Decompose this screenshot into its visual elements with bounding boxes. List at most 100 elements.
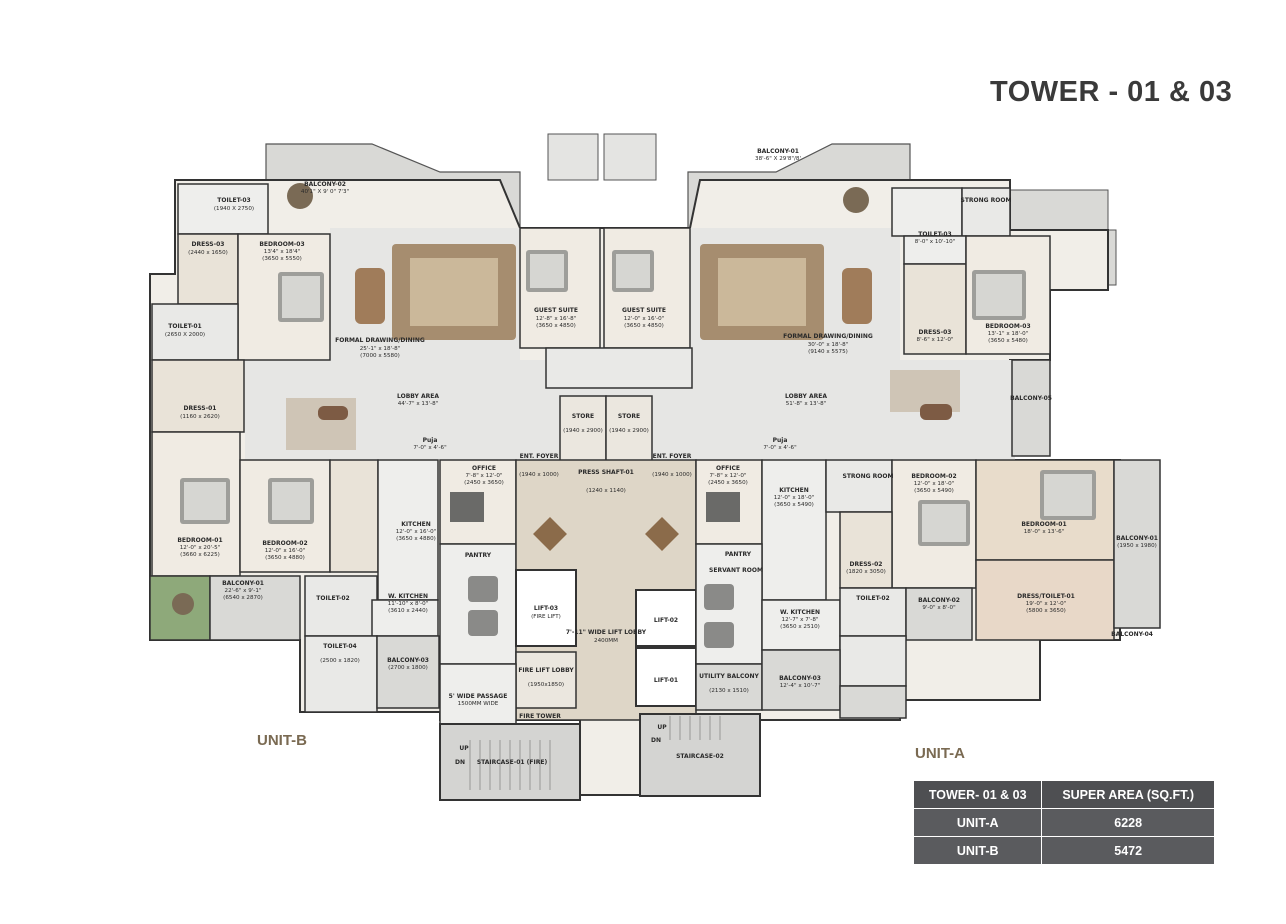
label-toilet-02-b: TOILET-02 xyxy=(316,595,349,602)
table-cell-unit: UNIT-B xyxy=(912,836,1043,865)
table-cell-unit: UNIT-A xyxy=(912,808,1043,837)
label-lift-01: LIFT-01 xyxy=(654,677,678,684)
label-fire-tower: FIRE TOWER xyxy=(519,713,561,720)
mm-bedroom-01-b: (3660 x 6225) xyxy=(180,552,220,558)
unit-b-label: UNIT-B xyxy=(257,732,307,749)
label-dn-1: DN xyxy=(455,759,465,766)
dim-toilet-04-b: (2500 x 1820) xyxy=(320,658,360,664)
label-balcony-05: BALCONY-05 xyxy=(1010,395,1052,402)
dim-w-kitchen-a: 12'-7" x 7'-8" xyxy=(782,617,819,623)
label-bed-01-a-right: BALCONY-01 xyxy=(1116,535,1158,542)
mm-office-a: (2450 x 3650) xyxy=(708,480,748,486)
dim-balcony-03-a: 12'-4" x 10'-7" xyxy=(780,683,821,689)
dim-office-b: 7'-8" x 12'-0" xyxy=(466,473,503,479)
label-ent-foyer-b: ENT. FOYER xyxy=(520,453,559,460)
table-header-tower: TOWER- 01 & 03 xyxy=(912,780,1043,809)
label-ent-foyer-a: ENT. FOYER xyxy=(653,453,692,460)
label-office-b: OFFICE xyxy=(472,465,496,472)
dim-toilet-03-b: (1940 X 2750) xyxy=(214,206,254,212)
label-balcony-01-top: BALCONY-01 xyxy=(757,148,799,155)
dim-office-a: 7'-8" x 12'-0" xyxy=(710,473,747,479)
dim-bedroom-03-b: 13'4" x 18'4" xyxy=(264,249,301,255)
dim-passage: 1500MM WIDE xyxy=(458,701,499,707)
label-bedroom-01-a: BEDROOM-01 xyxy=(1021,521,1066,528)
dim-store-2: (1940 x 2900) xyxy=(609,428,649,434)
mm-w-kitchen-a: (3650 x 2510) xyxy=(780,624,820,630)
label-toilet-01-b: TOILET-01 xyxy=(168,323,201,330)
dim-balcony-02: 40'1" X 9' 0" 7'3" xyxy=(301,189,350,195)
dim-ent-foyer-b: (1940 x 1000) xyxy=(519,472,559,478)
label-lift-02: LIFT-02 xyxy=(654,617,678,624)
label-w-kitchen-b: W. KITCHEN xyxy=(388,593,428,600)
dim-lobby-a: 51'-8" x 13'-8" xyxy=(786,401,827,407)
mm-w-kitchen-b: (3610 x 2440) xyxy=(388,608,428,614)
mm-kitchen-a: (3650 x 5490) xyxy=(774,502,814,508)
label-pantry-a: PANTRY xyxy=(725,551,752,558)
label-pantry-b: PANTRY xyxy=(465,552,492,559)
label-toilet-03-b: TOILET-03 xyxy=(217,197,250,204)
dim-formal-drawing-a: 30'-0" x 18'-8" xyxy=(808,342,849,348)
dim-toilet-01-b: (2650 X 2000) xyxy=(165,332,205,338)
dim-bedroom-03-a: 13'-1" x 18'-0" xyxy=(988,331,1029,337)
label-passage: 5' WIDE PASSAGE xyxy=(449,693,508,700)
label-strong-room-a: STRONG ROOM xyxy=(843,473,894,480)
table-cell-area: 5472 xyxy=(1041,836,1215,865)
dim-dress-02-a: (1820 x 3050) xyxy=(846,569,886,575)
dim-guest-suite-a: 12'-0" x 16'-0" xyxy=(624,316,665,322)
label-fire-lift-lobby: FIRE LIFT LOBBY xyxy=(518,667,574,674)
mm-bedroom-02-a: (3650 x 5490) xyxy=(914,488,954,494)
label-balcony-02-a: BALCONY-02 xyxy=(918,597,960,604)
mm-bedroom-03-b: (3650 x 5550) xyxy=(262,256,302,262)
dim-fire-lift-lobby: (1950x1850) xyxy=(528,682,564,688)
label-formal-drawing-b: FORMAL DRAWING/DINING xyxy=(335,337,425,344)
super-area-table: TOWER- 01 & 03 SUPER AREA (SQ.FT.) UNIT-… xyxy=(912,780,1215,865)
label-w-kitchen-a: W. KITCHEN xyxy=(780,609,820,616)
label-office-a: OFFICE xyxy=(716,465,740,472)
page-title: TOWER - 01 & 03 xyxy=(990,76,1233,108)
mm-bedroom-03-a: (3650 x 5480) xyxy=(988,338,1028,344)
label-kitchen-b: KITCHEN xyxy=(401,521,431,528)
dim-balcony-01-b: 22'-6" x 9'-1" xyxy=(225,588,262,594)
label-balcony-02: BALCONY-02 xyxy=(304,181,346,188)
stair-treads xyxy=(469,716,721,790)
dim-bedroom-01-a: 18'-0" x 13'-6" xyxy=(1024,529,1065,535)
label-dress-01-b: DRESS-01 xyxy=(184,405,217,412)
label-puja-b: Puja xyxy=(423,437,438,444)
table-header-row: TOWER- 01 & 03 SUPER AREA (SQ.FT.) xyxy=(912,780,1215,809)
dim-toilet-03-a: 8'-0" x 10'-10" xyxy=(915,239,956,245)
label-toilet-02-a: TOILET-02 xyxy=(856,595,889,602)
mm-bedroom-02-b: (3650 x 4880) xyxy=(265,555,305,561)
table-row: UNIT-A 6228 xyxy=(912,808,1215,837)
mm-kitchen-b: (3650 x 4880) xyxy=(396,536,436,542)
label-lift-lobby: 7'-11" WIDE LIFT LOBBY xyxy=(566,629,647,636)
dim-lobby-b: 44'-7" x 13'-8" xyxy=(398,401,439,407)
dim-formal-drawing-b: 25'-1" x 18'-8" xyxy=(360,346,401,352)
room-labels: BALCONY-02 40'1" X 9' 0" 7'3" BALCONY-01… xyxy=(165,148,1158,766)
table-cell-area: 6228 xyxy=(1041,808,1215,837)
unit-b-rooms xyxy=(149,183,517,713)
label-servant-room: SERVANT ROOM xyxy=(709,567,763,574)
label-up-2: UP xyxy=(657,724,667,731)
label-bedroom-03-b: BEDROOM-03 xyxy=(259,241,304,248)
label-bedroom-01-b: BEDROOM-01 xyxy=(177,537,222,544)
dim-bedroom-01-b: 12'-0" x 20'-5" xyxy=(180,545,221,551)
label-lift-03: LIFT-03 xyxy=(534,605,558,612)
dim-w-kitchen-b: 11'-10" x 8'-0" xyxy=(388,601,429,607)
label-staircase-01: STAIRCASE-01 (FIRE) xyxy=(477,759,548,766)
label-bedroom-02-a: BEDROOM-02 xyxy=(911,473,956,480)
label-toilet-04-b: TOILET-04 xyxy=(323,643,356,650)
label-bedroom-02-b: BEDROOM-02 xyxy=(262,540,307,547)
label-staircase-02: STAIRCASE-02 xyxy=(676,753,724,760)
label-balcony-01-b: BALCONY-01 xyxy=(222,580,264,587)
furniture xyxy=(172,183,1096,648)
dim-balcony-03-b: (2700 x 1800) xyxy=(388,665,428,671)
label-dn-2: DN xyxy=(651,737,661,744)
label-utility-balcony: UTILITY BALCONY xyxy=(699,673,759,680)
dim-press-shaft: (1240 x 1140) xyxy=(586,488,626,494)
sub-lift-03: (FIRE LIFT) xyxy=(531,614,561,620)
mm-formal-drawing-a: (9140 x 5575) xyxy=(808,349,848,355)
dim-bedroom-02-a: 12'-0" x 18'-0" xyxy=(914,481,955,487)
label-strong-room-top: STRONG ROOM xyxy=(961,197,1012,204)
dim-guest-suite: 12'-8" x 16'-8" xyxy=(536,316,577,322)
